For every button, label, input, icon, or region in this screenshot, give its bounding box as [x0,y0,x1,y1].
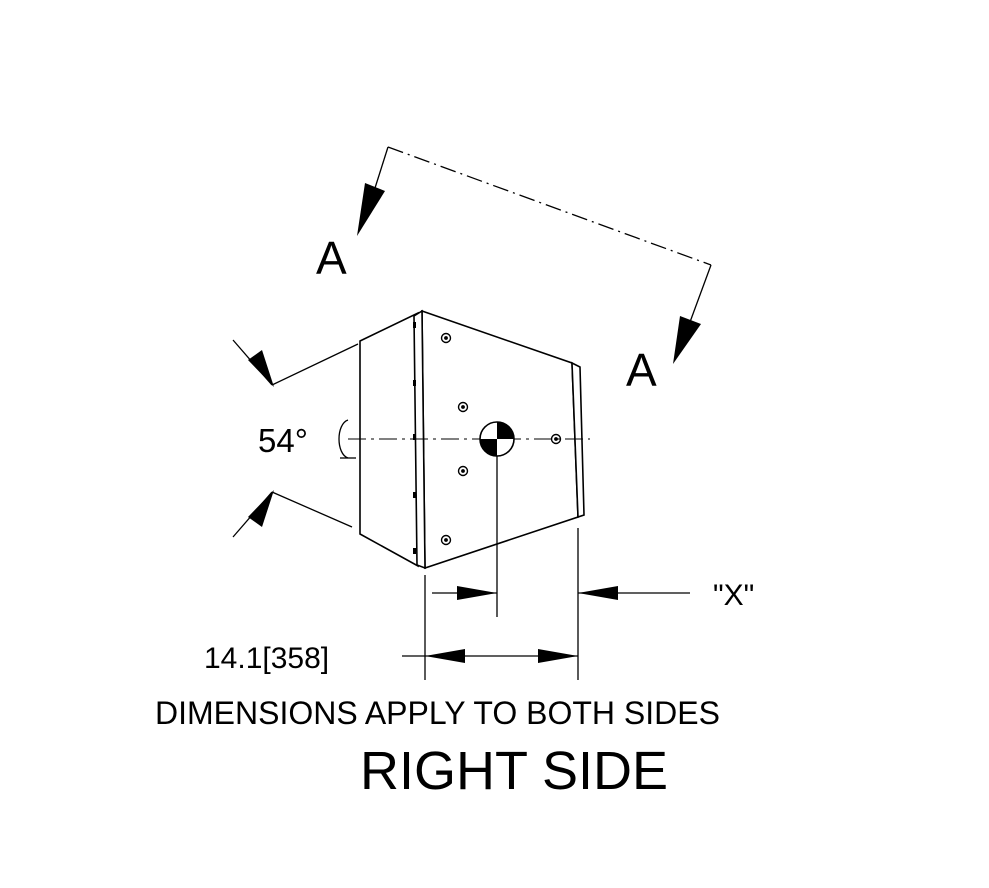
fasteners [440,332,562,546]
section-arrow-right-icon [673,316,701,364]
screw-head-icon [440,332,452,344]
width-dimension-value: 14.1[358] [204,642,329,675]
width-arrow-right-icon [538,649,578,663]
screw-head-icon [457,465,469,477]
view-title: RIGHT SIDE [360,741,668,801]
x-offset-arrow-right-icon [578,586,618,600]
section-arrow-left-icon [357,183,385,236]
screw-head-icon [457,401,469,413]
section-label-right: A [626,344,657,396]
angle-dimension-value: 54° [258,422,308,459]
side-face-rivets [413,322,416,554]
section-line-a-a [374,146,712,323]
x-offset-label: "X" [713,579,754,612]
width-arrow-left-icon [425,649,465,663]
center-of-gravity-symbol [479,421,515,457]
edge-flange-right [571,361,585,519]
section-label-left: A [316,232,347,284]
angle-arrow-bottom-icon [248,490,274,527]
screw-head-icon [440,534,452,546]
x-offset-arrow-left-icon [457,586,497,600]
angle-arrow-top-icon [248,350,274,387]
dimensions-note: DIMENSIONS APPLY TO BOTH SIDES [155,695,720,731]
